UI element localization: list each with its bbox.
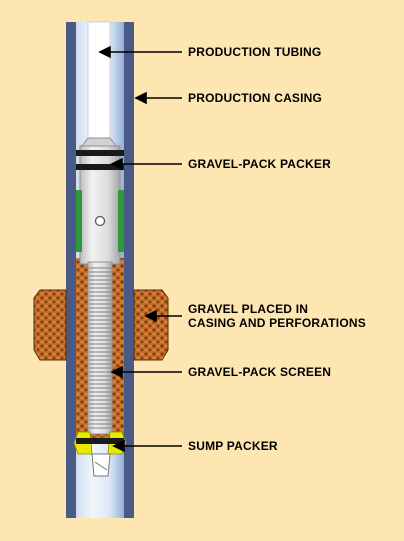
arrowhead-gravel-pack-packer [110, 157, 123, 171]
label-production-tubing: PRODUCTION TUBING [188, 45, 322, 59]
label-gravel-placed-line2: CASING AND PERFORATIONS [188, 316, 366, 330]
sump-packer-element [76, 438, 124, 444]
casing-wall-right [124, 22, 134, 518]
sump-bottom-tail [91, 453, 111, 477]
packer-slip-right [118, 190, 124, 252]
label-gravel-pack-screen: GRAVEL-PACK SCREEN [188, 365, 332, 379]
arrowhead-gravel-pack-screen [110, 365, 123, 379]
production-tubing [87, 21, 111, 143]
gravel-perforations-right [133, 289, 169, 361]
arrowhead-production-casing [134, 91, 147, 105]
label-gravel-pack-packer: GRAVEL-PACK PACKER [188, 157, 331, 171]
label-production-casing: PRODUCTION CASING [188, 91, 323, 105]
arrowhead-sump-packer [112, 439, 125, 453]
label-gravel-placed: GRAVEL PLACED IN CASING AND PERFORATIONS [188, 302, 366, 330]
sump-tail-mark [94, 461, 108, 471]
label-sump-packer: SUMP PACKER [188, 439, 278, 453]
packer-slip-left [76, 190, 82, 252]
arrowhead-production-tubing [98, 45, 111, 59]
packer-element-lower [76, 164, 124, 170]
arrowhead-gravel-placed [144, 309, 157, 323]
screen-ribs [89, 267, 111, 429]
label-gravel-placed-line1: GRAVEL PLACED IN [188, 302, 309, 316]
gravel-perforations-left [33, 289, 67, 361]
callout-arrows [98, 45, 182, 453]
casing-wall-left [66, 22, 76, 518]
packer-element-upper [76, 150, 124, 156]
packer-top-cap [81, 137, 117, 147]
packer-port [94, 215, 106, 227]
